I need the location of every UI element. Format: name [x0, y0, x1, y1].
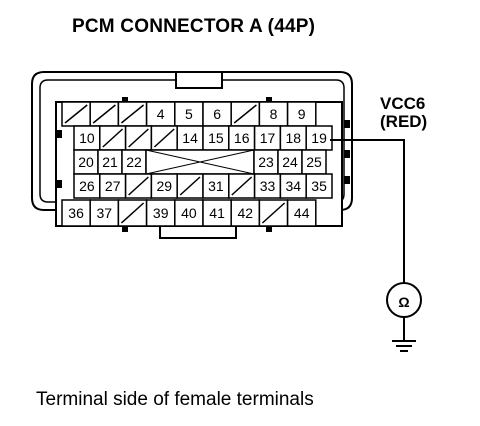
- terminal-number: 14: [182, 130, 198, 146]
- terminal-number: 24: [282, 154, 298, 170]
- terminal-cell-r3-c1: [99, 173, 127, 199]
- terminal-number: 20: [78, 154, 94, 170]
- terminal-number: 33: [260, 178, 276, 194]
- probe-wire: [330, 139, 405, 284]
- probe-label: VCC6: [380, 94, 426, 113]
- terminal-cell-r2-c4: [253, 149, 279, 175]
- latch-right-top: [344, 120, 350, 128]
- terminal-number: 27: [105, 178, 121, 194]
- ohm-symbol: Ω: [398, 294, 409, 310]
- terminal-number: 9: [298, 106, 306, 122]
- terminal-number: 23: [258, 154, 274, 170]
- peg-bottom-2: [266, 226, 272, 232]
- terminal-cell-r3-c8: [279, 173, 307, 199]
- peg-bottom-1: [122, 226, 128, 232]
- terminal-number: 41: [209, 205, 225, 221]
- blocked-cross-line: [145, 149, 255, 175]
- probe-wire-color: (RED): [380, 112, 428, 131]
- empty-terminal-slash: [128, 176, 149, 196]
- diagram-caption: Terminal side of female terminals: [36, 389, 314, 410]
- terminal-cell-r1-c4: [176, 125, 204, 151]
- terminal-number: 35: [311, 178, 327, 194]
- latch-right-bottom: [344, 176, 350, 184]
- terminal-number: 29: [157, 178, 173, 194]
- terminal-number: 17: [260, 130, 276, 146]
- terminal-number: 15: [208, 130, 224, 146]
- terminal-number: 34: [286, 178, 302, 194]
- terminal-number: 8: [270, 106, 278, 122]
- terminal-cell-r4-c3: [145, 199, 176, 227]
- locking-tab: [175, 71, 223, 89]
- terminal-number: 5: [185, 106, 193, 122]
- terminal-number: 42: [238, 205, 254, 221]
- diagram-title: PCM CONNECTOR A (44P): [72, 16, 316, 37]
- peg-top-2: [266, 97, 272, 103]
- latch-right-mid: [344, 150, 350, 158]
- terminal-number: 19: [311, 130, 327, 146]
- empty-terminal-slash: [231, 176, 253, 196]
- terminal-cell-r3-c7: [253, 173, 282, 199]
- terminal-cell-r1-c5: [202, 125, 230, 151]
- empty-terminal-slash: [179, 176, 201, 196]
- terminal-number: 26: [79, 178, 95, 194]
- empty-terminal-slash: [102, 128, 124, 148]
- terminal-number: 18: [286, 130, 302, 146]
- peg-top-1: [122, 97, 128, 103]
- latch-left-top: [56, 130, 62, 138]
- empty-terminal-slash: [92, 104, 116, 124]
- terminal-number: 4: [157, 106, 165, 122]
- terminal-number: 39: [153, 205, 169, 221]
- terminal-cell-r1-c0: [73, 125, 101, 151]
- empty-terminal-slash: [261, 202, 286, 224]
- terminal-number: 44: [294, 205, 310, 221]
- terminal-cell-r4-c6: [230, 199, 261, 227]
- terminal-cell-r0-c7: [258, 101, 289, 127]
- terminal-number: 21: [102, 154, 118, 170]
- terminal-cell-r3-c9: [305, 173, 333, 199]
- terminal-number: 37: [97, 205, 113, 221]
- empty-terminal-slash: [153, 128, 175, 148]
- terminal-cell-r1-c7: [253, 125, 282, 151]
- terminal-number: 16: [234, 130, 250, 146]
- empty-terminal-slash: [128, 128, 149, 148]
- terminal-number: 31: [208, 178, 224, 194]
- terminal-number: 22: [126, 154, 142, 170]
- terminal-grid: 4 5 6 8 9 10 14 15 16 17 18 19 20 21 22 23 24 25 26 27 29 31 3…: [61, 101, 333, 227]
- empty-terminal-slash: [233, 104, 257, 124]
- empty-terminal-slash: [64, 104, 88, 124]
- terminal-cell-r4-c8: [286, 199, 317, 227]
- ground-icon: [392, 340, 416, 352]
- empty-terminal-slash: [120, 202, 145, 224]
- terminal-cell-r2-c6: [301, 149, 327, 175]
- terminal-cell-r0-c5: [202, 101, 232, 127]
- terminal-cell-r0-c8: [286, 101, 317, 127]
- terminal-number: 36: [68, 205, 84, 221]
- empty-terminal-slash: [120, 104, 145, 124]
- latch-left-bottom: [56, 180, 62, 188]
- terminal-number: 6: [213, 106, 221, 122]
- terminal-cell-r4-c4: [174, 199, 204, 227]
- terminal-cell-r4-c5: [202, 199, 232, 227]
- connector-key: [159, 226, 237, 239]
- terminal-number: 40: [181, 205, 197, 221]
- terminal-number: 10: [79, 130, 95, 146]
- terminal-number: 25: [306, 154, 322, 170]
